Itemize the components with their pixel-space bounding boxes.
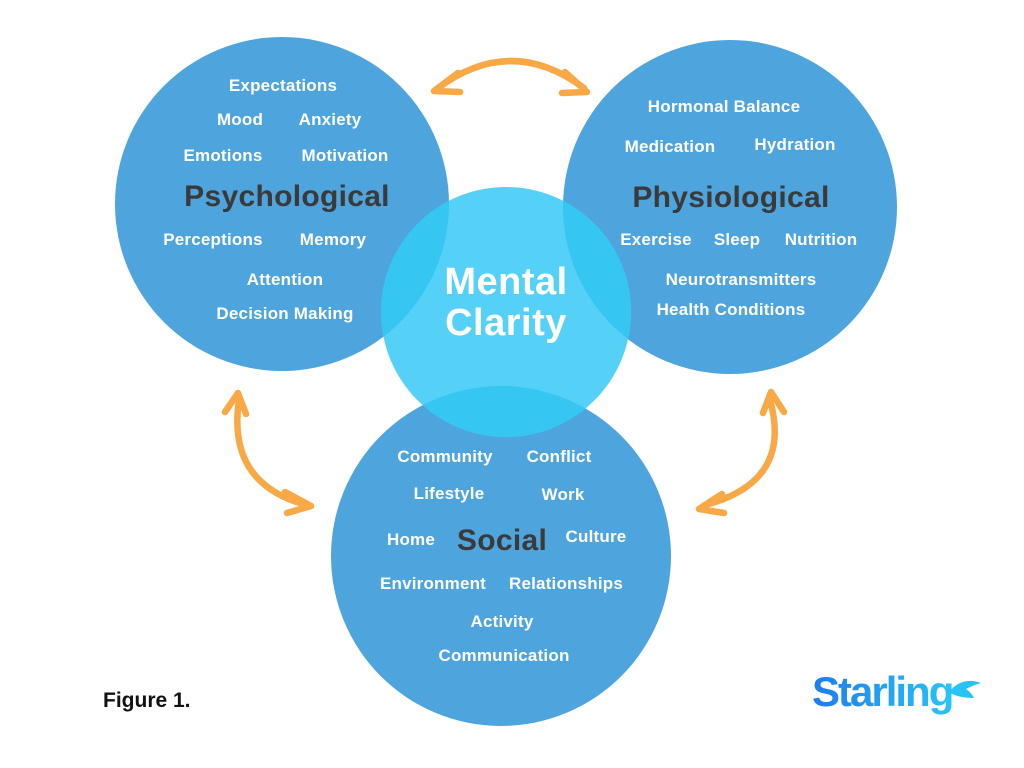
phys-item-neurotransmitters: Neurotransmitters (665, 270, 817, 289)
social-item-work: Work (541, 485, 585, 504)
social-item-activity: Activity (470, 612, 534, 631)
curved-arrow-left-icon (221, 389, 315, 517)
psych-item-expectations: Expectations (228, 76, 338, 95)
social-item-home: Home (386, 530, 436, 549)
phys-item-nutrition: Nutrition (784, 230, 858, 249)
center-title: Mental Clarity (444, 262, 567, 344)
phys-item-hydration: Hydration (754, 135, 836, 154)
phys-item-medication: Medication (624, 137, 716, 156)
bird-tail-swoosh-icon (949, 680, 982, 698)
psychological-title: Psychological (184, 180, 390, 213)
social-item-conflict: Conflict (526, 447, 592, 466)
social-item-community: Community (397, 447, 493, 466)
phys-item-exercise: Exercise (620, 230, 692, 249)
psych-item-emotions: Emotions (183, 146, 263, 165)
physiological-circle (563, 40, 897, 374)
psychological-circle (115, 37, 449, 371)
curved-arrow-top-icon (430, 57, 591, 97)
psych-item-decision-making: Decision Making (216, 304, 354, 323)
starling-logo-text: Starling (812, 668, 954, 715)
social-item-environment: Environment (379, 574, 487, 593)
figure-label: Figure 1. (103, 689, 191, 712)
social-item-relationships: Relationships (508, 574, 624, 593)
curved-arrow-right-icon (695, 388, 788, 517)
psych-item-mood: Mood (216, 110, 264, 129)
psych-item-perceptions: Perceptions (163, 230, 263, 249)
social-item-lifestyle: Lifestyle (413, 484, 485, 503)
social-item-culture: Culture (565, 527, 627, 546)
social-title: Social (456, 524, 548, 557)
social-item-communication: Communication (438, 646, 570, 665)
phys-item-health-conditions: Health Conditions (656, 300, 806, 319)
psych-item-anxiety: Anxiety (298, 110, 362, 129)
center-title-line1: Mental (444, 261, 568, 303)
center-title-line2: Clarity (445, 302, 567, 344)
psych-item-motivation: Motivation (301, 146, 389, 165)
psych-item-memory: Memory (299, 230, 367, 249)
social-circle (331, 386, 671, 726)
phys-item-sleep: Sleep (713, 230, 761, 249)
psych-item-attention: Attention (246, 270, 324, 289)
phys-item-hormonal-balance: Hormonal Balance (647, 97, 801, 116)
physiological-title: Physiological (632, 181, 830, 214)
starling-logo: Starling (812, 668, 982, 716)
